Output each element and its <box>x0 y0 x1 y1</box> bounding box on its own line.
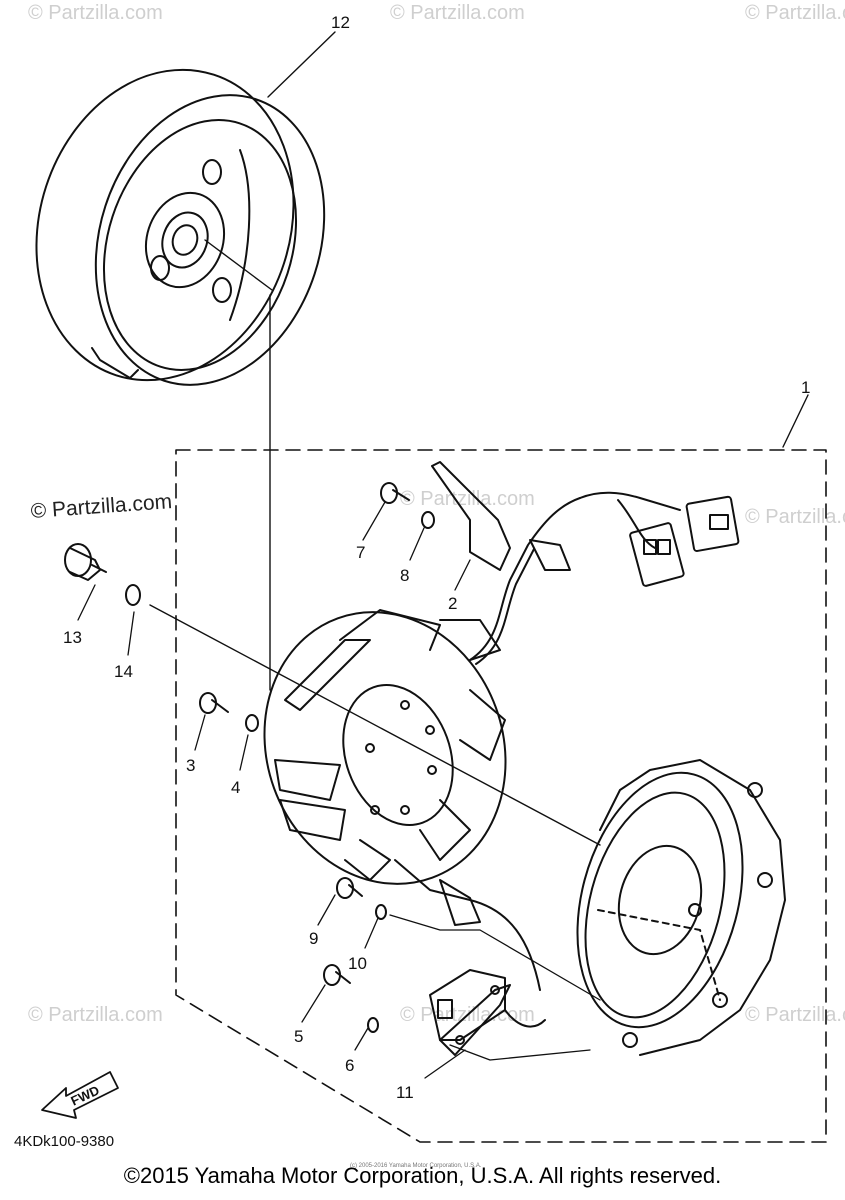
leader-line-6 <box>354 1027 369 1051</box>
callout-12: 12 <box>331 13 350 32</box>
diagram-code: 4KDk100-9380 <box>14 1133 115 1150</box>
leader-line-4 <box>239 734 249 771</box>
leader-line-10 <box>364 917 379 949</box>
alignment-line <box>449 1044 591 1061</box>
callout-7: 7 <box>356 543 366 562</box>
washer-part-8 <box>421 511 435 529</box>
watermark: © Partzilla.com <box>745 2 845 24</box>
callout-2: 2 <box>448 594 458 613</box>
leader-line-5 <box>301 984 326 1023</box>
callout-6: 6 <box>345 1056 355 1075</box>
alignment-line <box>149 604 601 846</box>
stator-cover-plate <box>576 759 786 1056</box>
callout-14: 14 <box>114 662 133 681</box>
leader-line-13 <box>77 584 96 621</box>
flywheel-rotor-part-12 <box>35 68 326 386</box>
leader-line-1 <box>782 394 809 448</box>
washer-part-6 <box>367 1017 379 1033</box>
stator-assembly-part-1 <box>263 491 740 991</box>
leader-line-8 <box>409 527 425 561</box>
callout-5: 5 <box>294 1027 304 1046</box>
bolt-part-13 <box>64 543 107 581</box>
watermark: © Partzilla.com <box>390 2 525 24</box>
screw-part-9 <box>336 877 363 899</box>
fwd-arrow <box>41 1071 119 1119</box>
leader-line-14 <box>127 611 135 656</box>
screw-part-3 <box>199 692 229 714</box>
watermark: © Partzilla.com <box>400 488 535 510</box>
washer-part-10 <box>375 904 387 920</box>
alignment-line <box>204 239 273 291</box>
callout-11: 11 <box>396 1083 414 1102</box>
washer-part-4 <box>245 714 259 732</box>
callout-13: 13 <box>63 628 82 647</box>
leader-line-2 <box>454 559 471 591</box>
watermark: © Partzilla.com <box>745 506 845 528</box>
leader-line-3 <box>194 714 206 751</box>
callout-4: 4 <box>231 778 241 797</box>
pickup-coil-part-11 <box>429 969 546 1056</box>
washer-part-14 <box>125 584 141 606</box>
screw-part-5 <box>323 964 351 986</box>
screw-part-7 <box>380 482 410 504</box>
callout-9: 9 <box>309 929 319 948</box>
callout-3: 3 <box>186 756 196 775</box>
callout-1: 1 <box>801 378 811 397</box>
leader-line-7 <box>362 501 386 541</box>
watermark: © Partzilla.com <box>28 1004 163 1026</box>
watermark: © Partzilla.com <box>28 2 163 24</box>
bracket-part-2 <box>431 461 511 571</box>
copyright-notice: ©2015 Yamaha Motor Corporation, U.S.A. A… <box>123 1163 722 1188</box>
callout-10: 10 <box>348 954 367 973</box>
alignment-line <box>389 914 601 1001</box>
kit-dashed-outline <box>175 449 827 1143</box>
watermark: © Partzilla.com <box>745 1004 845 1026</box>
leader-line-12 <box>267 31 336 98</box>
leader-line-11 <box>424 1049 466 1079</box>
tiny-copyright: (c) 2005-2016 Yamaha Motor Corporation, … <box>350 1163 482 1169</box>
leader-line-9 <box>317 894 336 926</box>
callout-8: 8 <box>400 566 410 585</box>
